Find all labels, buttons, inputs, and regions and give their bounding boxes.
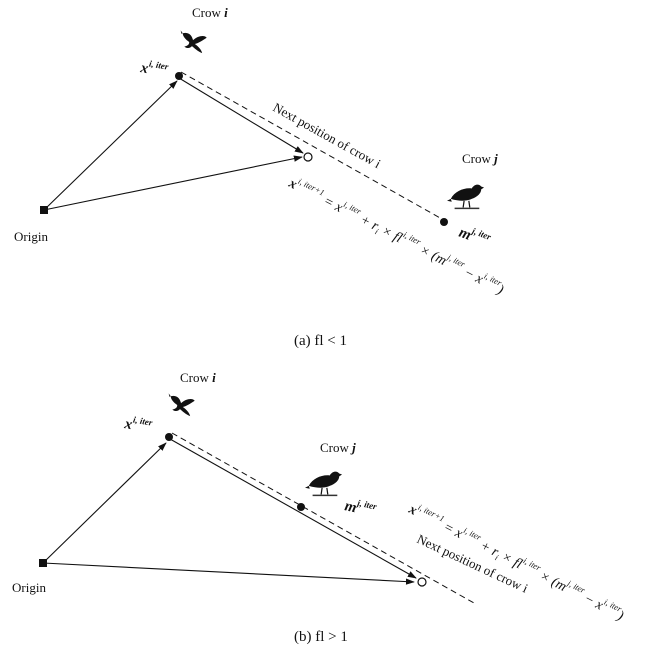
- flying-crow-icon: [163, 390, 196, 417]
- update-equation-b: xi, iter+1 = xi, iter + ri × fli, iter ×…: [405, 498, 628, 625]
- origin-to-next-pos-arrow-b: [42, 562, 415, 585]
- perched-crow-icon: [304, 470, 343, 497]
- pos-i-label-a: xi, iter: [138, 57, 169, 81]
- crow-i-label-a: Crow i: [192, 5, 228, 20]
- origin-marker-b: [39, 559, 47, 567]
- crow-i-to-next-pos-arrow-b: [169, 438, 417, 579]
- caption-b: (b) fl > 1: [294, 629, 348, 645]
- origin-label-b: Origin: [12, 580, 46, 595]
- crow-i-point-b: [165, 433, 173, 441]
- next-position-point-a: [303, 152, 313, 162]
- origin-to-crow-i-arrow-b: [42, 442, 167, 564]
- panel-b: Crow i xi, iter Origin Crow j mj, iter N…: [12, 370, 628, 645]
- crow-j-point-b: [297, 503, 305, 511]
- crow-i-label-b: Crow i: [180, 370, 216, 385]
- flying-crow-icon: [175, 27, 208, 54]
- pos-j-label-b: mj, iter: [343, 495, 378, 520]
- direction-dashed-line-b: [171, 432, 475, 604]
- perched-crow-icon: [446, 183, 485, 210]
- crow-j-label-a: Crow j: [462, 151, 498, 166]
- crow-j-point-a: [440, 218, 448, 226]
- caption-a: (a) fl < 1: [294, 333, 347, 349]
- origin-to-crow-i-arrow-a: [43, 80, 178, 211]
- pos-i-label-b: xi, iter: [122, 413, 153, 437]
- panel-a: Crow i xi, iter Origin Next position of …: [14, 5, 506, 349]
- origin-to-next-pos-arrow-a: [43, 155, 303, 211]
- crow-j-label-b: Crow j: [320, 440, 356, 455]
- origin-marker-a: [40, 206, 48, 214]
- crow-i-to-next-pos-arrow-a: [178, 77, 304, 154]
- next-position-point-b: [417, 577, 427, 587]
- crow-i-point-a: [175, 72, 183, 80]
- origin-label-a: Origin: [14, 229, 48, 244]
- pos-j-label-a: mj, iter: [457, 222, 493, 251]
- direction-dashed-line-a: [180, 71, 443, 220]
